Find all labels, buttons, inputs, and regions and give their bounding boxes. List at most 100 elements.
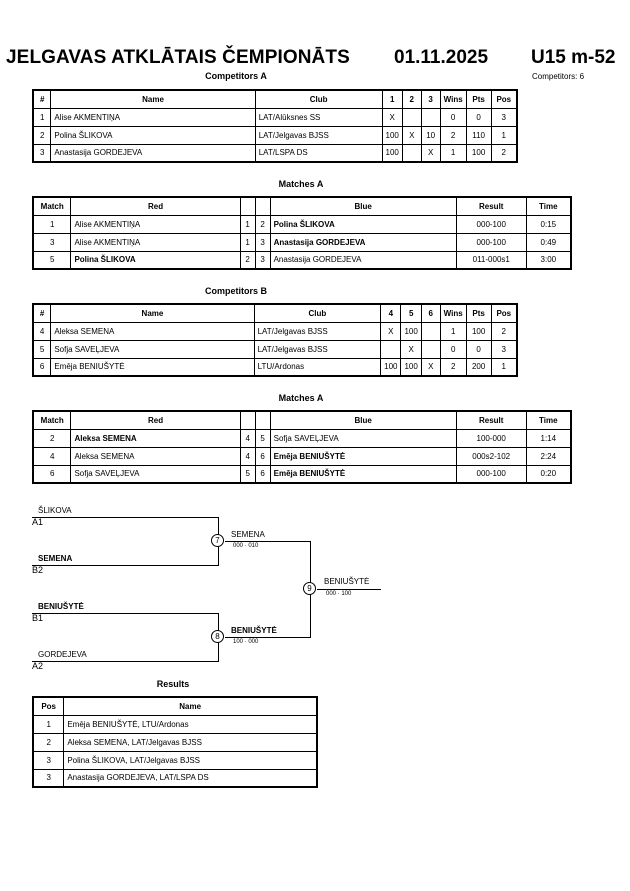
cell: 0 (439, 107, 467, 127)
cell: Sofja SAVEĻJEVA (50, 339, 255, 359)
cell: LAT/Jelgavas BJSS (253, 339, 382, 359)
cell (380, 339, 402, 359)
bracket-line (32, 565, 218, 566)
bracket-p4-seed: A2 (32, 661, 44, 671)
col-header (254, 410, 271, 430)
cell: 000-100 (455, 464, 527, 484)
col-header: Time (525, 196, 572, 216)
table-row: 5 Sofja SAVEĻJEVA LAT/Jelgavas BJSS X 0 … (32, 339, 518, 359)
cell: 2 (490, 321, 518, 341)
cell: X (420, 143, 441, 163)
cell: 1 (32, 714, 65, 734)
col-header: 4 (380, 303, 402, 323)
col-header: Club (253, 303, 382, 323)
cell: 011-000s1 (455, 250, 527, 270)
col-header (239, 196, 256, 216)
results-title: Results (156, 679, 190, 689)
cell: 6 (32, 464, 72, 484)
col-header: Red (70, 196, 241, 216)
table-row: 3 Polina ŠLIKOVA, LAT/Jelgavas BJSS (32, 750, 318, 770)
cell: X (400, 339, 422, 359)
table-row: 3 Alise AKMENTIŅA 1 3 Anastasija GORDEJE… (32, 232, 572, 252)
cell: 1 (439, 143, 467, 163)
table-row: 2 Polina ŠLIKOVA LAT/Jelgavas BJSS 100 X… (32, 125, 518, 145)
cell: 1 (439, 321, 467, 341)
cell: 100 (400, 321, 422, 341)
table-header-row: Match Red Blue Result Time (32, 196, 572, 216)
cell: 200 (465, 357, 492, 377)
cell (401, 143, 422, 163)
cell: 3 (32, 750, 65, 770)
bracket-m9-winner: BENIUŠYTĖ (324, 577, 370, 586)
cell: 110 (465, 125, 492, 145)
table-row: 3 Anastasija GORDEJEVA LAT/LSPA DS 100 X… (32, 143, 518, 163)
cell: 2 (439, 357, 467, 377)
bracket-m7-score: 000 · 010 (233, 543, 259, 549)
col-header: Time (525, 410, 572, 430)
col-header: Pos (490, 89, 518, 109)
cell: LTU/Ardonas (253, 357, 382, 377)
cell: Polina ŠLIKOVA (50, 125, 256, 145)
table-row: 2 Aleksa SEMENA, LAT/Jelgavas BJSS (32, 732, 318, 752)
cell: 100 (465, 321, 492, 341)
bracket-line (225, 637, 311, 638)
col-header: Red (70, 410, 241, 430)
cell: Anastasija GORDEJEVA (50, 143, 256, 163)
col-header: Match (32, 196, 72, 216)
page-title: JELGAVAS ATKLĀTAIS ČEMPIONĀTS (6, 47, 350, 68)
col-header: Club (254, 89, 383, 109)
table-row: 1 Alise AKMENTIŅA LAT/Alūksnes SS X 0 0 … (32, 107, 518, 127)
cell: 4 (32, 446, 72, 466)
event-date: 01.11.2025 (394, 47, 489, 68)
matches-b-table: Match Red Blue Result Time 2 Aleksa SEME… (32, 410, 572, 484)
cell: 6 (254, 464, 271, 484)
competitors-a-title: Competitors A (205, 71, 267, 81)
cell: 6 (254, 446, 271, 466)
cell: 5 (32, 339, 52, 359)
table-row: 4 Aleksa SEMENA 4 6 Emēja BENIUŠYTĖ 000s… (32, 446, 572, 466)
cell: 2 (254, 214, 271, 234)
cell: 1 (239, 232, 256, 252)
cell: 2 (32, 125, 52, 145)
cell: 2 (439, 125, 467, 145)
col-header: 6 (420, 303, 441, 323)
cell: 0:20 (525, 464, 572, 484)
table-row: 2 Aleksa SEMENA 4 5 Sofja SAVEĻJEVA 100-… (32, 428, 572, 448)
cell (420, 107, 441, 127)
cell: X (420, 357, 441, 377)
col-header: Result (455, 410, 527, 430)
cell: 6 (32, 357, 52, 377)
cell: 4 (239, 428, 256, 448)
bracket-m8-score: 100 · 000 (233, 639, 259, 645)
col-header: Blue (269, 410, 457, 430)
cell: 3 (32, 768, 65, 788)
competitors-a-table: # Name Club 1 2 3 Wins Pts Pos 1 Alise A… (32, 89, 518, 163)
cell: Anastasija GORDEJEVA, LAT/LSPA DS (63, 768, 318, 788)
bracket-line (32, 661, 218, 662)
cell: LAT/Jelgavas BJSS (253, 321, 382, 341)
table-row: 6 Sofja SAVEĻJEVA 5 6 Emēja BENIUŠYTĖ 00… (32, 464, 572, 484)
cell: 100 (465, 143, 492, 163)
bracket-p1-name: ŠLIKOVA (38, 506, 72, 515)
cell: LAT/LSPA DS (254, 143, 383, 163)
table-row: 1 Alise AKMENTIŅA 1 2 Polina ŠLIKOVA 000… (32, 214, 572, 234)
table-row: 6 Emēja BENIUŠYTĖ LTU/Ardonas 100 100 X … (32, 357, 518, 377)
cell: 5 (32, 250, 72, 270)
col-header: Pos (490, 303, 518, 323)
col-header: Name (63, 696, 318, 716)
bracket-line (225, 541, 311, 542)
cell: X (380, 321, 402, 341)
cell: Aleksa SEMENA (70, 428, 241, 448)
bracket-p4-name: GORDEJEVA (38, 650, 87, 659)
matches-b-title: Matches A (278, 393, 324, 403)
cell: 100 (381, 125, 403, 145)
cell: 5 (239, 464, 256, 484)
col-header: 1 (381, 89, 403, 109)
cell: 100 (381, 143, 403, 163)
match-9-marker: 9 (303, 582, 316, 595)
cell: 10 (420, 125, 441, 145)
cell: 1 (490, 357, 518, 377)
cell: Anastasija GORDEJEVA (269, 232, 457, 252)
cell: 1:14 (525, 428, 572, 448)
cell (420, 339, 441, 359)
